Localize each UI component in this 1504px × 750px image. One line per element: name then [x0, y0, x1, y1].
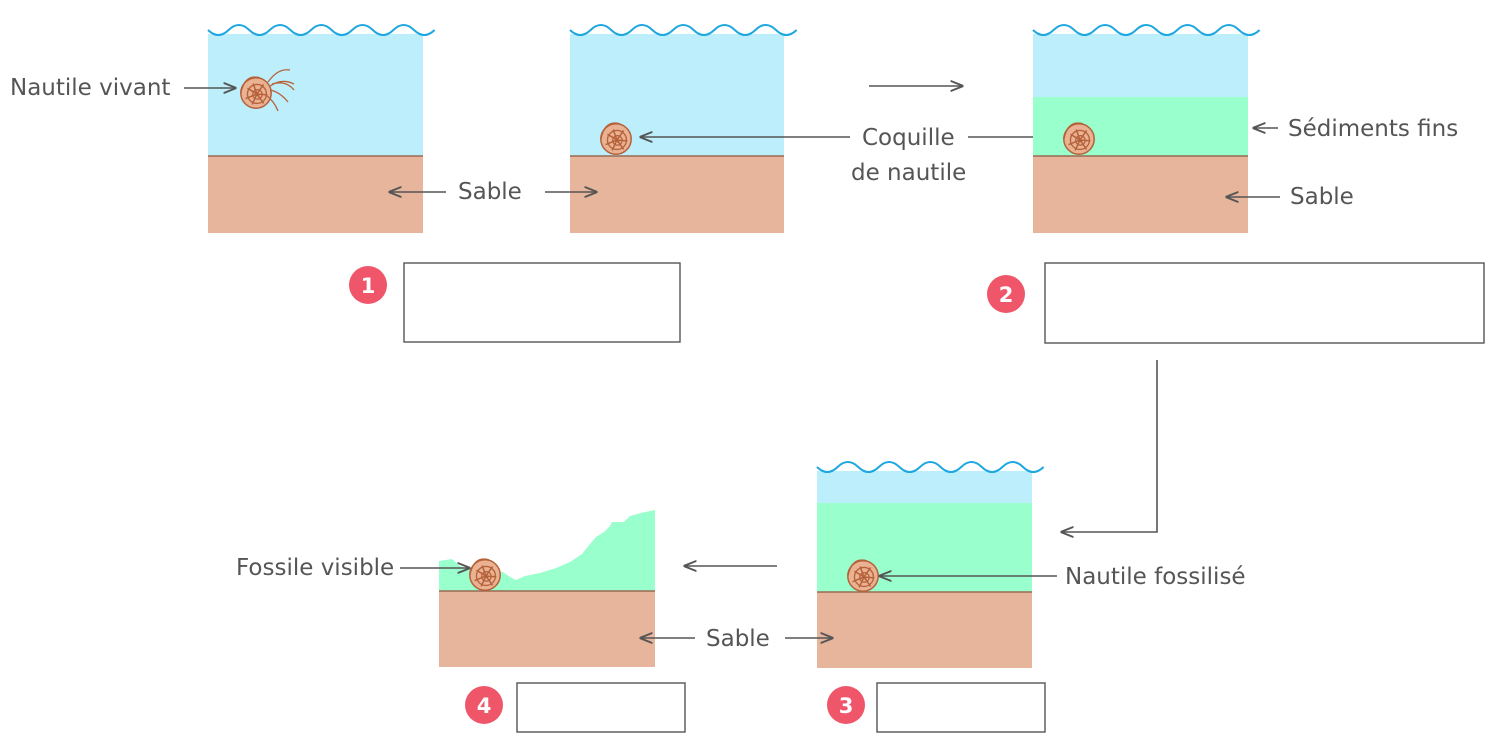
fossil-shell-icon [847, 559, 879, 592]
water-layer [1033, 34, 1248, 97]
svg-text:4: 4 [477, 694, 492, 718]
answer-box-1[interactable] [403, 262, 681, 343]
fossil-shell-icon [469, 558, 501, 591]
svg-text:1: 1 [361, 274, 376, 298]
label-nautile-vivant: Nautile vivant [10, 75, 170, 101]
scene-sediment-covering [1032, 24, 1261, 233]
answer-box-3[interactable] [876, 682, 1046, 733]
shell-icon [600, 122, 632, 155]
wave-line [816, 461, 1045, 473]
svg-text:3: 3 [839, 694, 854, 718]
scene-shell-on-sand [569, 24, 798, 233]
step-badge-2: 2 [987, 275, 1025, 313]
step-badge-1: 1 [349, 266, 387, 304]
svg-text:2: 2 [999, 283, 1014, 307]
sand-layer [439, 591, 655, 667]
label-coquille-line1: Coquille [862, 125, 955, 151]
scene-living-nautilus: Nautile vivant [10, 24, 436, 233]
label-fossile-visible: Fossile visible [236, 555, 394, 581]
connector-arrow [1062, 360, 1158, 532]
wave-line [1032, 24, 1261, 36]
water-layer [817, 471, 1032, 503]
label-sable-1: Sable [458, 179, 522, 205]
step-badge-3: 3 [827, 686, 865, 724]
answer-box-2[interactable] [1044, 262, 1485, 344]
scene-fossil-visible [439, 510, 655, 667]
sand-layer [1033, 156, 1248, 233]
label-sediments-fins: Sédiments fins [1288, 116, 1458, 142]
wave-line [569, 24, 798, 36]
scene-fossilized [816, 461, 1045, 668]
shell-icon [1063, 122, 1095, 155]
eroded-sediment [439, 510, 655, 591]
label-nautile-fossilise: Nautile fossilisé [1065, 564, 1246, 590]
label-sable-2: Sable [1290, 184, 1354, 210]
sand-layer [570, 156, 784, 233]
sand-layer [208, 156, 423, 233]
answer-box-4[interactable] [516, 682, 686, 733]
label-sable-3: Sable [706, 626, 770, 652]
living-nautilus-icon [240, 69, 295, 112]
label-coquille-line2: de nautile [851, 160, 966, 186]
step-badge-4: 4 [465, 686, 503, 724]
wave-line [207, 24, 436, 36]
sand-layer [817, 592, 1032, 668]
